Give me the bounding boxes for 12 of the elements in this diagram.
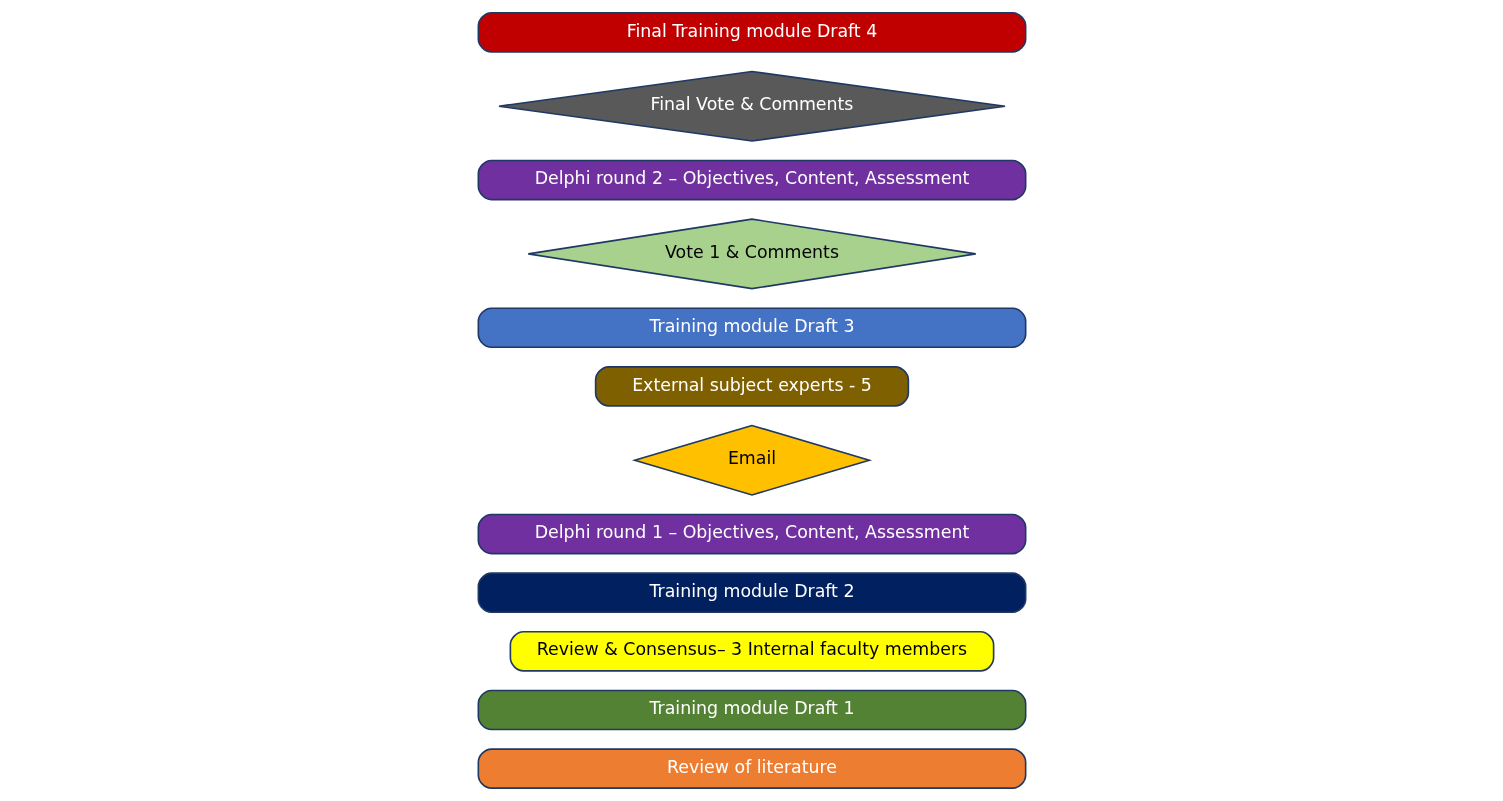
node-box: Training module Draft 1 bbox=[477, 689, 1026, 731]
node-box: Training module Draft 3 bbox=[477, 307, 1026, 349]
node-box: Final Training module Draft 4 bbox=[477, 12, 1026, 53]
node-box: Delphi round 1 – Objectives, Content, Assessment bbox=[477, 513, 1026, 555]
node-box: External subject experts - 5 bbox=[594, 366, 909, 407]
node-box: Delphi round 2 – Objectives, Content, Assessment bbox=[477, 159, 1026, 201]
node-box: Review & Consensus– 3 Internal faculty members bbox=[509, 631, 994, 672]
node-diamond: Vote 1 & Comments bbox=[527, 218, 976, 290]
node-diamond: Email bbox=[631, 424, 872, 496]
node-diamond: Final Vote & Comments bbox=[497, 70, 1006, 142]
node-box: Training module Draft 2 bbox=[477, 572, 1026, 614]
node-box: Review of literature bbox=[477, 748, 1026, 789]
